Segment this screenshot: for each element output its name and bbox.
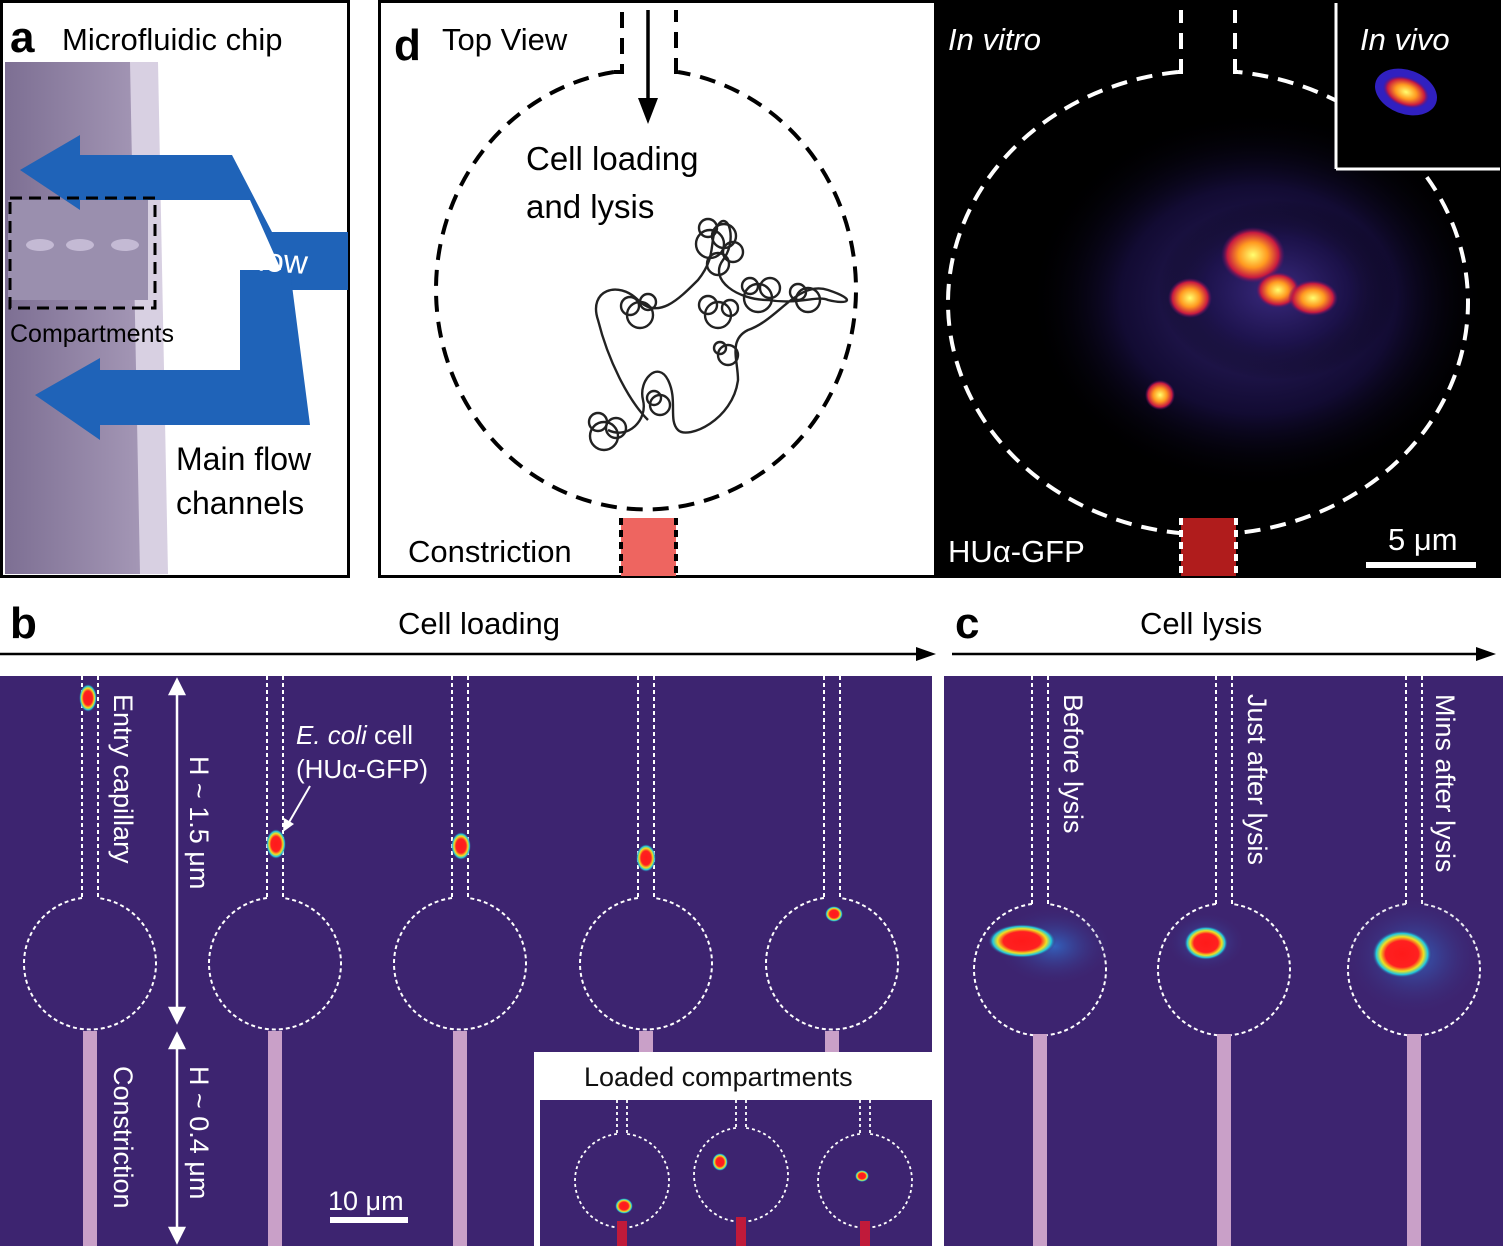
fluor-spot: [1145, 380, 1175, 410]
dna-mins-after-lysis: [1372, 930, 1432, 978]
compartment-2: [208, 676, 342, 1031]
loading-arrow-head: [638, 98, 658, 124]
inset-title: Loaded compartments: [584, 1062, 853, 1092]
flow-arrow-lower: [35, 270, 310, 440]
fluor-spot: [1288, 280, 1338, 316]
cell-loading-arrow-label: Cell loading: [398, 606, 560, 641]
panel-a: a Microfluidic chip Flow Compartments Ma…: [0, 0, 352, 580]
loaded-cell: [855, 1170, 869, 1182]
constriction-block-dark: [1181, 518, 1236, 576]
flow-arrow-upper: [20, 135, 348, 290]
height-capillary-label: H ~ 1.5 μm: [184, 756, 214, 889]
panel-bc-arrows: b Cell loading c Cell lysis: [0, 599, 1496, 661]
constriction-label-d: Constriction: [408, 534, 572, 569]
scale-label-d: 5 μm: [1388, 522, 1458, 557]
panel-c-figure: Before lysis Just after lysis Mins after…: [944, 676, 1503, 1246]
compartment-5: [765, 676, 899, 1031]
compartment-3: [393, 676, 527, 1031]
panel-letter-b: b: [10, 599, 37, 648]
loading-line1: Cell loading: [526, 140, 698, 177]
scale-label-b: 10 μm: [328, 1186, 404, 1216]
ecoli-cell: [636, 844, 656, 872]
constriction-block-light: [621, 518, 676, 576]
loading-line2: and lysis: [526, 188, 654, 225]
cell-lysis-arrow-label: Cell lysis: [1140, 606, 1262, 641]
in-vitro-label: In vitro: [948, 22, 1041, 57]
height-constriction-label: H ~ 0.4 μm: [184, 1066, 214, 1199]
panel-d-figure: d Top View Cell loading and lysis Constr…: [378, 0, 1501, 578]
ecoli-cell: [266, 829, 286, 859]
fluor-spot: [1168, 278, 1212, 318]
ecoli-cell: [825, 906, 843, 922]
in-vivo-label: In vivo: [1360, 22, 1450, 57]
panel-c: Before lysis Just after lysis Mins after…: [944, 676, 1503, 1246]
fluor-spot: [1221, 227, 1285, 283]
lysis-timeline-arrowhead: [1476, 647, 1496, 661]
dna-polymer-sketch: [587, 217, 848, 452]
top-view-label: Top View: [442, 22, 568, 57]
panel-bc-headers: b Cell loading c Cell lysis: [0, 596, 1503, 668]
panel-d: d Top View Cell loading and lysis Constr…: [378, 0, 1503, 580]
constriction-label-b: Constriction: [108, 1066, 138, 1209]
loading-timeline-arrowhead: [916, 647, 936, 661]
compartments-label: Compartments: [10, 320, 174, 348]
chamber-outline-schematic: [434, 70, 858, 512]
panel-letter-d: d: [394, 21, 421, 70]
cell-before-lysis: [988, 924, 1056, 958]
compartments-box: [8, 196, 157, 310]
flow-label: Flow: [237, 239, 309, 281]
panel-b-figure: Entry capillary Constriction H ~ 1.5 μm …: [0, 676, 932, 1246]
panel-b: Entry capillary Constriction H ~ 1.5 μm …: [0, 676, 932, 1246]
main-flow-line1: Main flow: [176, 441, 312, 477]
ecoli-cell: [451, 832, 471, 860]
cell-just-after-lysis: [1184, 926, 1228, 960]
loaded-cell: [615, 1198, 633, 1214]
compartment-1: [23, 676, 157, 1031]
panel-letter-a: a: [10, 13, 35, 62]
height-arrows: [167, 677, 187, 1245]
protein-label: HUα-GFP: [948, 534, 1085, 569]
cell-label-protein: (HUα-GFP): [296, 754, 428, 784]
mins-after-lysis-label: Mins after lysis: [1430, 694, 1460, 873]
panel-a-title: Microfluidic chip: [62, 22, 283, 57]
scale-bar-d: [1366, 562, 1476, 568]
main-flow-line2: channels: [176, 485, 304, 521]
panel-letter-c: c: [955, 599, 979, 648]
cell-label: E. coli cell: [296, 720, 413, 750]
just-after-lysis-label: Just after lysis: [1242, 694, 1272, 865]
ecoli-cell: [79, 684, 97, 712]
panel-a-figure: a Microfluidic chip Flow Compartments Ma…: [0, 0, 350, 578]
scale-bar-b: [330, 1217, 408, 1223]
before-lysis-label: Before lysis: [1058, 694, 1088, 834]
loaded-cell: [712, 1153, 728, 1171]
entry-capillary-label: Entry capillary: [108, 694, 138, 864]
